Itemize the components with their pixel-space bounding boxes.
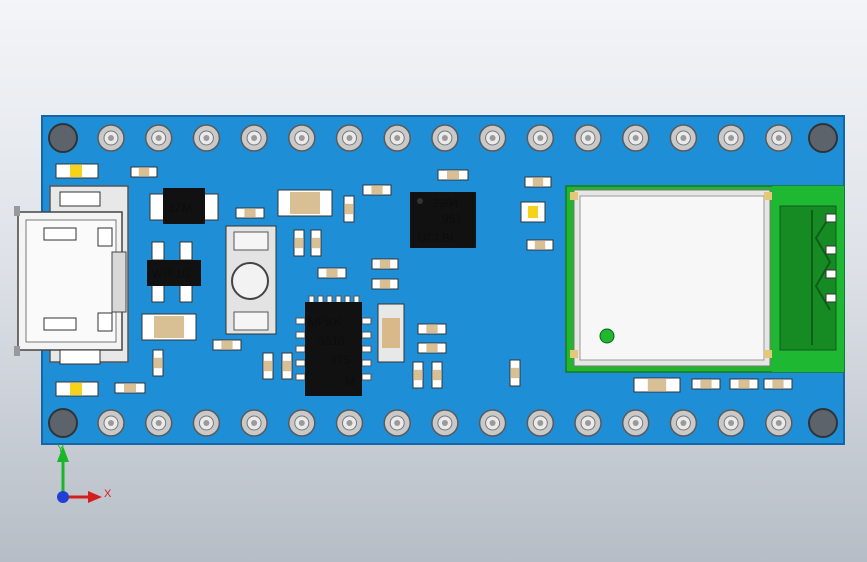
header-pin	[621, 124, 650, 152]
mcu-pin	[295, 345, 306, 353]
smd-passives	[114, 166, 793, 394]
smd-passive	[524, 176, 552, 188]
mcu-pin	[361, 317, 372, 325]
smd-passive	[417, 342, 447, 354]
smd-passive	[437, 169, 469, 181]
imu-marking-1: 2904	[432, 196, 459, 210]
mcu-pin	[361, 373, 372, 381]
mcu-pin	[361, 345, 372, 353]
header-pin	[765, 409, 793, 437]
smd-passive	[763, 378, 793, 390]
smd-passive	[235, 207, 265, 219]
mcu-pin	[295, 331, 306, 339]
header-pins-top	[97, 124, 793, 152]
header-pin	[192, 124, 221, 152]
header-pin	[574, 124, 602, 152]
mcu-pin	[295, 359, 306, 367]
smd-passive	[633, 377, 681, 393]
mounting-holes	[48, 123, 838, 438]
smd-passive	[281, 352, 293, 380]
header-pin	[669, 409, 698, 437]
header-pin	[621, 409, 650, 437]
header-pin	[144, 124, 173, 152]
axis-label-y: Y	[57, 443, 65, 455]
header-pin	[717, 409, 745, 437]
wireless-module	[565, 185, 845, 373]
regulator-marking: WR 1G	[152, 267, 191, 281]
header-pin	[765, 124, 793, 152]
smd-passive	[371, 258, 399, 270]
header-pin	[431, 409, 459, 437]
mcu-marking-4: M	[345, 375, 355, 389]
smd-passive	[262, 352, 274, 380]
smd-passive	[293, 229, 305, 257]
crystal	[377, 303, 405, 363]
header-pin	[383, 124, 411, 152]
mcu-pin	[295, 373, 306, 381]
header-pin	[144, 409, 173, 437]
header-pin	[717, 124, 745, 152]
smd-passive	[343, 195, 355, 223]
header-pin	[335, 124, 364, 152]
smd-passive	[729, 378, 759, 390]
mcu-marking-3: 475	[330, 353, 350, 367]
smd-passive	[152, 349, 164, 377]
smd-passive	[412, 361, 424, 389]
header-pin	[240, 124, 268, 152]
header-pin	[431, 124, 459, 152]
header-pin	[383, 409, 411, 437]
smd-passive	[691, 378, 721, 390]
header-pin	[574, 409, 602, 437]
imu-chip: 2904 951 UCLBL	[410, 192, 476, 248]
header-pin	[478, 124, 507, 152]
smd-passive	[509, 359, 521, 387]
smd-passive	[317, 267, 347, 279]
header-pin	[669, 124, 698, 152]
header-pin	[526, 409, 555, 437]
header-pin	[97, 124, 125, 152]
tactile-switch-icon	[225, 225, 277, 335]
diode-marking: 3ZM	[168, 201, 192, 215]
smd-passive	[212, 339, 242, 351]
header-pin	[288, 409, 316, 437]
header-pin	[288, 124, 316, 152]
bulk-capacitors	[141, 189, 333, 341]
smd-passive	[114, 382, 146, 394]
usb-c-port-icon	[14, 185, 129, 365]
imu-marking-3: UCLBL	[418, 231, 457, 245]
smd-passive	[310, 229, 322, 257]
mcu-pin	[361, 331, 372, 339]
header-pin	[335, 409, 364, 437]
status-leds	[55, 163, 546, 397]
mcu-marking-2: 3610	[318, 334, 345, 348]
mcu-pin	[295, 317, 306, 325]
header-pin	[192, 409, 221, 437]
header-pin	[478, 409, 507, 437]
header-pin	[97, 409, 125, 437]
mcu-marking-1: MPKK	[308, 315, 342, 329]
header-pin	[240, 409, 268, 437]
diode-3zm: 3ZM	[149, 188, 219, 224]
regulator-wr1g: WR 1G	[147, 241, 201, 303]
smd-passive	[130, 166, 158, 178]
header-pins-bottom	[97, 409, 793, 437]
smd-passive	[526, 239, 554, 251]
header-pin	[526, 124, 555, 152]
xyz-triad-icon: X Y	[57, 443, 112, 503]
smd-passive	[417, 323, 447, 335]
mcu-pin	[361, 359, 372, 367]
imu-marking-2: 951	[442, 212, 462, 226]
smd-passive	[371, 278, 399, 290]
mcu-chip: MPKK 3610 475 M	[295, 295, 372, 396]
axis-label-x: X	[104, 488, 112, 500]
smd-passive	[431, 361, 443, 389]
smd-passive	[362, 184, 392, 196]
